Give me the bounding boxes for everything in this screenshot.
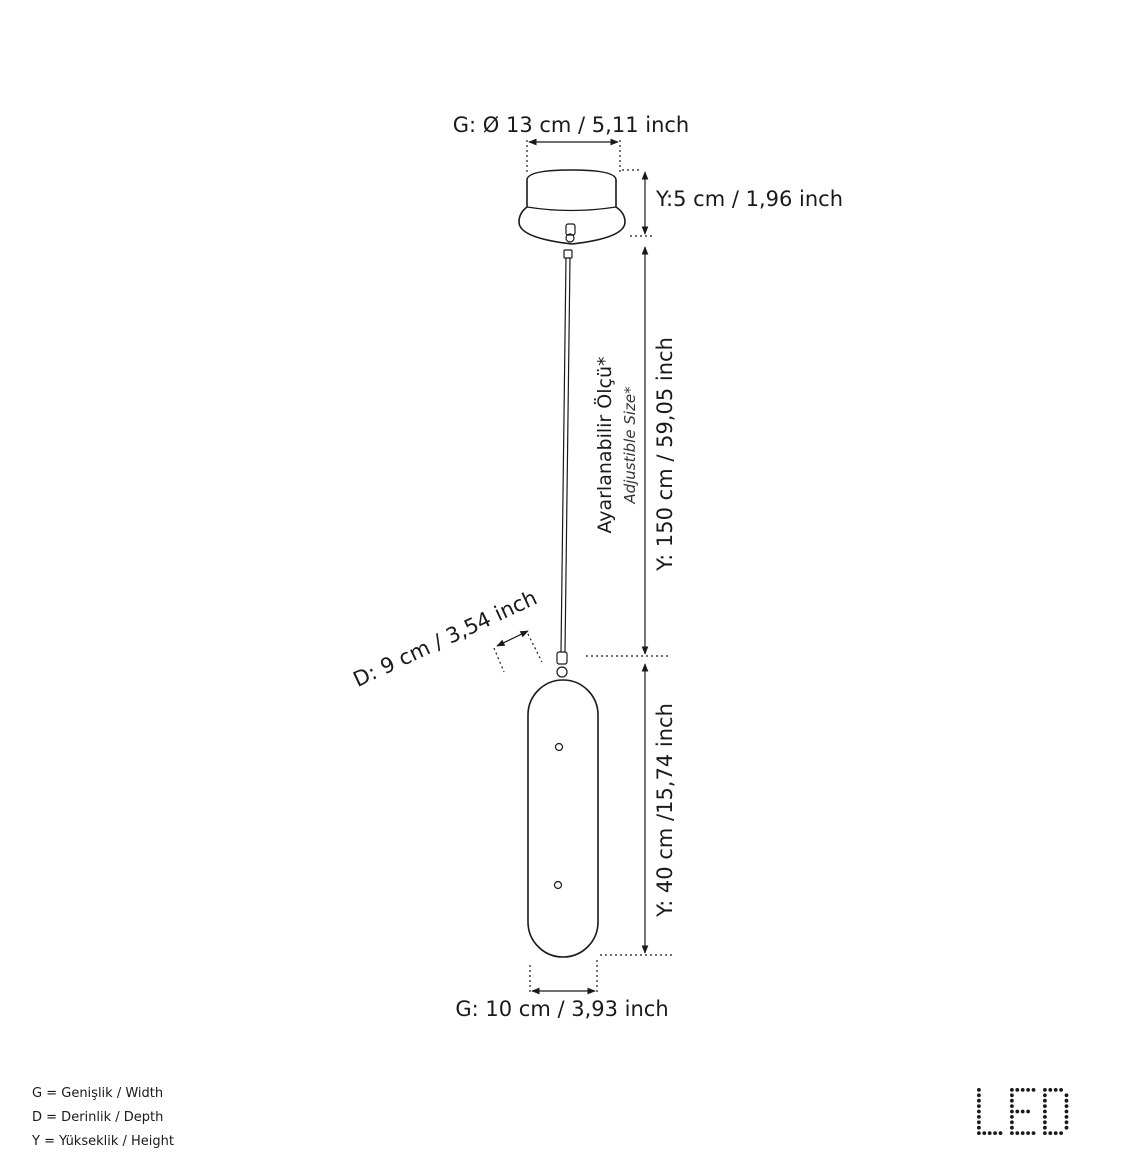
body-height-dimension: Y: 40 cm /15,74 inch: [600, 663, 677, 956]
legend-text: = Yükseklik / Height: [44, 1134, 175, 1149]
logo-dot: [1043, 1104, 1047, 1108]
legend-row-height: Y = Yükseklik / Height: [32, 1130, 174, 1154]
canopy-height-label: Y:5 cm / 1,96 inch: [655, 187, 843, 211]
logo-dot: [1010, 1093, 1014, 1098]
canopy-height-dimension: Y:5 cm / 1,96 inch: [622, 169, 843, 237]
legend-row-width: G = Genişlik / Width: [32, 1082, 174, 1106]
screw-top: [554, 742, 564, 752]
logo-dot: [1053, 1088, 1058, 1092]
logo-dot: [1020, 1088, 1025, 1092]
suspension-cable: [556, 249, 573, 678]
logo-dot: [1010, 1115, 1014, 1119]
logo-dot: [1064, 1093, 1069, 1098]
logo-dot: [1053, 1131, 1058, 1135]
logo-dot: [1043, 1125, 1047, 1130]
logo-dot: [977, 1088, 981, 1092]
logo-dot: [1064, 1104, 1069, 1108]
logo-dot: [977, 1109, 981, 1114]
logo-dot: [1048, 1088, 1053, 1092]
adjustable-size-note: Ayarlanabilir Ölçü* Adjustible Size*: [593, 357, 639, 534]
adjustable-sub-label: Adjustible Size*: [621, 386, 639, 505]
logo-dot: [1043, 1088, 1047, 1092]
led-logo-icon: [977, 1088, 1069, 1135]
logo-dot: [1043, 1093, 1047, 1098]
logo-dot: [1059, 1131, 1063, 1135]
logo-dot: [1010, 1120, 1014, 1125]
legend-key: D: [32, 1110, 43, 1125]
logo-dot: [977, 1098, 981, 1103]
logo-dot: [1048, 1131, 1053, 1135]
logo-dot: [1015, 1088, 1020, 1092]
logo-dot: [1026, 1131, 1030, 1135]
logo-dot: [1020, 1109, 1025, 1114]
cable-length-label: Y: 150 cm / 59,05 inch: [653, 337, 677, 572]
logo-dot: [1043, 1098, 1047, 1103]
logo-dot: [1010, 1131, 1014, 1135]
logo-dot: [977, 1093, 981, 1098]
logo-dot: [977, 1120, 981, 1125]
logo-dot: [1026, 1109, 1030, 1114]
lamp-body: [527, 679, 599, 958]
bottom-width-label: G: 10 cm / 3,93 inch: [455, 997, 668, 1021]
bottom-width-dimension: G: 10 cm / 3,93 inch: [455, 960, 669, 1021]
legend-key: Y: [32, 1134, 40, 1149]
legend-key: G: [32, 1086, 43, 1101]
depth-dimension: D: 9 cm / 3,54 inch: [349, 586, 543, 692]
logo-dot: [1031, 1088, 1036, 1092]
top-width-dimension: G: Ø 13 cm / 5,11 inch: [453, 113, 690, 175]
logo-dot: [1064, 1125, 1069, 1130]
logo-dot: [1059, 1088, 1063, 1092]
logo-dot: [1010, 1088, 1014, 1092]
logo-dot: [1010, 1109, 1014, 1114]
body-height-label: Y: 40 cm /15,74 inch: [653, 703, 677, 918]
logo-dot: [1010, 1125, 1014, 1130]
logo-dot: [1064, 1115, 1069, 1119]
logo-dot: [1064, 1109, 1069, 1114]
logo-dot: [1043, 1131, 1047, 1135]
logo-dot: [1026, 1088, 1030, 1092]
screw-bottom: [553, 880, 563, 890]
logo-dot: [1010, 1104, 1014, 1108]
logo-dot: [1064, 1098, 1069, 1103]
logo-dot: [982, 1131, 987, 1135]
logo-dot: [1064, 1120, 1069, 1125]
logo-dot: [977, 1131, 981, 1135]
dimension-legend: G = Genişlik / Width D = Derinlik / Dept…: [32, 1082, 174, 1154]
legend-text: = Genişlik / Width: [46, 1086, 164, 1101]
logo-dot: [1020, 1131, 1025, 1135]
cable-length-dimension: Y: 150 cm / 59,05 inch: [586, 246, 677, 657]
logo-dot: [977, 1104, 981, 1108]
logo-dot: [1043, 1120, 1047, 1125]
logo-dot: [1043, 1115, 1047, 1119]
logo-dot: [1043, 1109, 1047, 1114]
logo-dot: [1031, 1131, 1036, 1135]
logo-dot: [993, 1131, 997, 1135]
logo-dot: [987, 1131, 992, 1135]
logo-dot: [998, 1131, 1003, 1135]
adjustable-label: Ayarlanabilir Ölçü*: [593, 357, 616, 534]
logo-dot: [1015, 1109, 1020, 1114]
ceiling-canopy: [518, 169, 626, 245]
legend-row-depth: D = Derinlik / Depth: [32, 1106, 174, 1130]
logo-dot: [1015, 1131, 1020, 1135]
top-width-label: G: Ø 13 cm / 5,11 inch: [453, 113, 690, 137]
logo-dot: [977, 1115, 981, 1119]
logo-dot: [977, 1125, 981, 1130]
legend-text: = Derinlik / Depth: [46, 1110, 164, 1125]
logo-dot: [1010, 1098, 1014, 1103]
